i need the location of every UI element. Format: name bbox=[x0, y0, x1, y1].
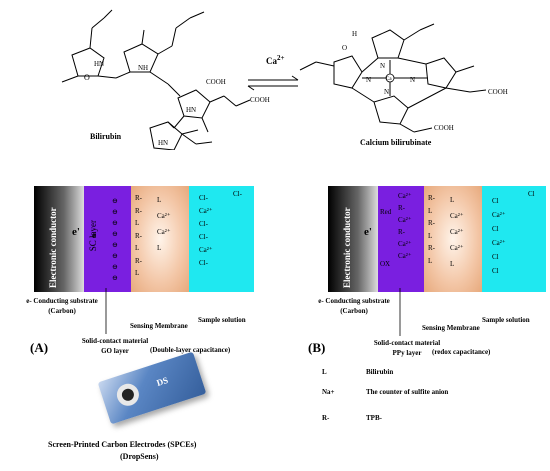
panel-b-red-label: Red bbox=[380, 208, 392, 216]
legend-text-l: Bilirubin bbox=[366, 368, 394, 376]
spce-caption: Screen-Printed Carbon Electrodes (SPCEs) bbox=[48, 440, 197, 449]
legend-text-na: The counter of sulfite anion bbox=[366, 388, 449, 396]
caption-pointer-lines bbox=[105, 288, 401, 336]
panel-a-substrate-caption: e- Conducting substrate(Carbon) bbox=[26, 297, 98, 315]
bilirubinate-h-label: H bbox=[352, 30, 357, 38]
equilibrium-arrows bbox=[247, 75, 299, 91]
bilirubin-o-label: O bbox=[84, 73, 90, 82]
panel-b-membrane-species-left: R- L R- L R- L bbox=[428, 194, 435, 265]
bilirubin-cooh-right: COOH bbox=[250, 96, 270, 104]
legend-symbol-l: L bbox=[322, 368, 327, 376]
spce-brand-label: DS bbox=[155, 374, 170, 389]
bilirubin-hn-label: HN bbox=[94, 60, 104, 68]
panel-b-membrane: R- L R- L R- L L Ca²⁺ Ca²⁺ Ca²⁺ L bbox=[424, 186, 482, 292]
calcium-bilirubinate-structure bbox=[299, 23, 487, 133]
panel-b-solution-species: Cl Ca²⁺ Cl Ca²⁺ Cl Cl bbox=[492, 197, 506, 275]
panel-a-sample-caption: Sample solution bbox=[198, 316, 246, 324]
panel-a-membrane-species-right: L Ca²⁺ Ca²⁺ L bbox=[157, 196, 171, 252]
panel-b-conductor-label: Electronic conductor bbox=[342, 207, 352, 288]
bilirubinate-n-bottom: N bbox=[384, 88, 389, 96]
bilirubin-hn2-label: HN bbox=[186, 106, 196, 114]
panel-b-ox-label: OX bbox=[380, 260, 391, 268]
panel-b-solution: Cl Ca²⁺ Cl Ca²⁺ Cl Cl Cl bbox=[482, 186, 546, 292]
bilirubinate-n-top: N bbox=[380, 62, 385, 70]
legend-symbol-na: Na+ bbox=[322, 388, 335, 396]
panel-b-substrate-caption: e- Conducting substrate(Carbon) bbox=[318, 297, 390, 315]
bilirubin-cooh-top: COOH bbox=[206, 78, 226, 86]
legend-symbol-r: R- bbox=[322, 414, 330, 422]
panel-b-electrode-diagram: Electronic conductor Red OX Ca²⁺ R- Ca²⁺… bbox=[328, 186, 546, 292]
bilirubinate-o-label: O bbox=[342, 44, 347, 52]
panel-b-sensing-caption: Sensing Membrane bbox=[422, 324, 480, 332]
bilirubin-structure bbox=[61, 9, 251, 150]
panel-b-sc-species: Ca²⁺ R- Ca²⁺ R- Ca²⁺ Ca²⁺ bbox=[398, 192, 412, 260]
bilirubinate-ca-center: Ca bbox=[386, 77, 392, 82]
bilirubinate-n-right: N bbox=[410, 76, 415, 84]
spce-strip: DS bbox=[97, 351, 207, 425]
panel-b-solution-cl-top: Cl bbox=[528, 190, 535, 198]
spce-caption-sub: (DropSens) bbox=[120, 452, 159, 461]
panel-a-solution: Cl- Ca²⁺ Cl- Cl- Ca²⁺ Cl- Cl- bbox=[189, 186, 254, 292]
panel-a-label: (A) bbox=[30, 340, 49, 355]
panel-b-membrane-species-right: L Ca²⁺ Ca²⁺ Ca²⁺ L bbox=[450, 196, 464, 268]
bilirubinate-cooh-right: COOH bbox=[488, 88, 508, 96]
panel-a-membrane-species-left: R- R- L R- L R- L bbox=[135, 194, 142, 277]
panel-a-solution-species: Cl- Ca²⁺ Cl- Cl- Ca²⁺ Cl- bbox=[199, 194, 213, 267]
panel-b-sc-layer: Red OX Ca²⁺ R- Ca²⁺ R- Ca²⁺ Ca²⁺ bbox=[378, 186, 424, 292]
panel-b-sample-caption: Sample solution bbox=[482, 316, 530, 324]
panel-a-conductor-block: Electronic conductor bbox=[34, 186, 84, 292]
panel-a-membrane: R- R- L R- L R- L L Ca²⁺ Ca²⁺ L bbox=[131, 186, 189, 292]
bilirubin-nh-label: NH bbox=[138, 64, 148, 72]
panel-b-capacitance-caption: (redox capacitance) bbox=[432, 348, 491, 356]
bilirubin-caption: Bilirubin bbox=[90, 132, 122, 141]
panel-b-conductor-block: Electronic conductor bbox=[328, 186, 378, 292]
panel-a-charge-column: ⊖⊖⊖⊖⊖⊖⊖⊖ bbox=[112, 197, 118, 282]
spce-electrode-disk bbox=[114, 380, 142, 409]
panel-a-sensing-caption: Sensing Membrane bbox=[130, 322, 188, 330]
calcium-ion-label: Ca2+ bbox=[266, 54, 285, 66]
panel-a-capacitance-caption: (Double-layer capacitance) bbox=[150, 346, 231, 354]
panel-a-sc-layer: SC layer e ⊖⊖⊖⊖⊖⊖⊖⊖ bbox=[84, 186, 131, 292]
panel-b-electron-label: e' bbox=[364, 226, 372, 238]
panel-a-conductor-label: Electronic conductor bbox=[48, 207, 58, 288]
legend-text-r: TPB- bbox=[366, 414, 382, 422]
bilirubinate-n-left: N bbox=[366, 76, 371, 84]
panel-a-electrode-diagram: Electronic conductor SC layer e ⊖⊖⊖⊖⊖⊖⊖⊖… bbox=[34, 186, 254, 292]
panel-a-solution-cl-top: Cl- bbox=[233, 190, 242, 198]
calcium-bilirubinate-caption: Calcium bilirubinate bbox=[360, 138, 432, 147]
bilirubin-hn3-label: HN bbox=[158, 139, 168, 147]
panel-b-label: (B) bbox=[308, 340, 326, 355]
panel-a-electron-inner: e bbox=[92, 230, 96, 240]
bilirubinate-cooh-bottom: COOH bbox=[434, 124, 454, 132]
panel-a-electron-label: e' bbox=[72, 226, 80, 238]
chemistry-scheme: O HN NH HN COOH COOH HN O H O N N N bbox=[61, 9, 508, 150]
spce-electrode-image: DS bbox=[96, 351, 207, 428]
